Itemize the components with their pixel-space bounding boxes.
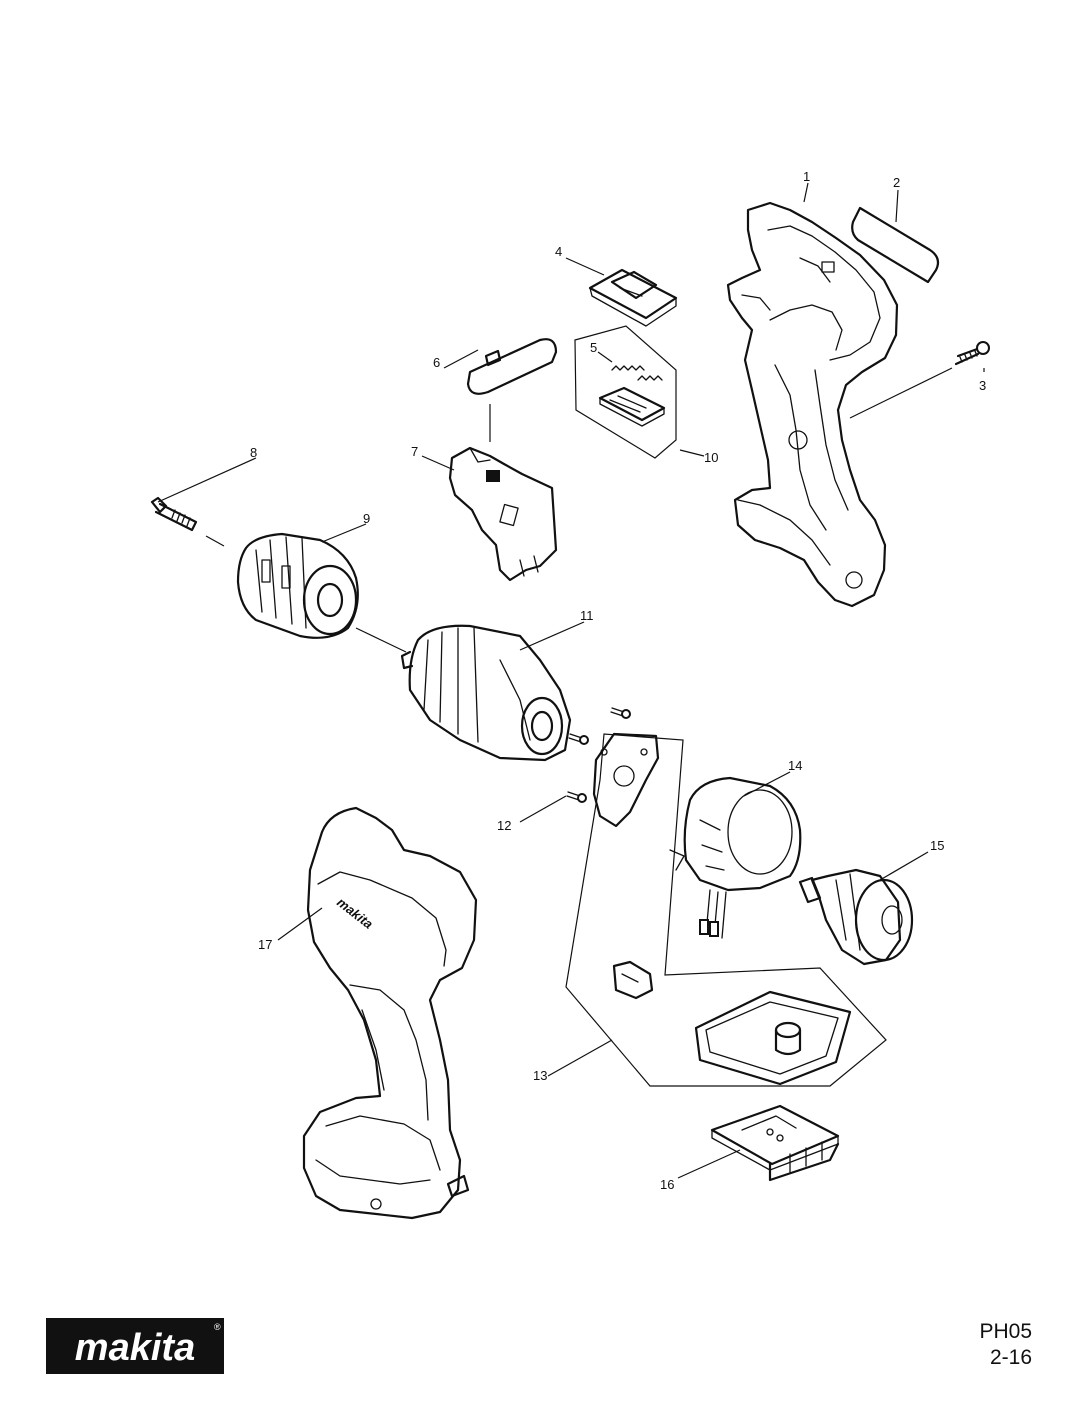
callout-17: 17: [258, 937, 272, 952]
callout-14: 14: [788, 758, 802, 773]
part-15-rotor: [798, 868, 914, 966]
part-8-chuck-screw: [150, 496, 198, 532]
callout-1: 1: [803, 169, 810, 184]
revision-code: 2-16: [989, 1346, 1032, 1369]
callout-13: 13: [533, 1068, 547, 1083]
part-16-heatsink: [710, 1104, 840, 1182]
callout-15: 15: [930, 838, 944, 853]
callout-5: 5: [590, 340, 597, 355]
part-12-screws: [566, 707, 631, 803]
callout-9: 9: [363, 511, 370, 526]
makita-logo: makita ®: [46, 1318, 224, 1374]
callout-16: 16: [660, 1177, 674, 1192]
logo-wordmark: makita: [75, 1327, 195, 1369]
part-1-housing-right: [726, 201, 899, 608]
part-10-switch-kit: [574, 325, 677, 459]
part-14-stator: [669, 776, 802, 939]
callout-11: 11: [580, 608, 594, 623]
part-7-switch: [448, 446, 558, 582]
part-6-lever: [466, 338, 558, 395]
part-3-screw: [954, 341, 990, 366]
callout-3: 3: [979, 378, 986, 393]
part-4-switch-cover: [588, 268, 678, 327]
callout-8: 8: [250, 445, 257, 460]
part-11-gear-assembly: [400, 624, 572, 762]
part-2-label: [851, 206, 940, 284]
callout-4: 4: [555, 244, 562, 259]
callout-12: 12: [497, 818, 511, 833]
callout-labels: 1 2 3 4 5 6 7 8 9 10 11 12 13 14 15 16 1…: [250, 169, 986, 1192]
part-5-springs: [611, 365, 663, 381]
model-code: PH05: [979, 1320, 1032, 1343]
callout-10: 10: [704, 450, 718, 465]
housing-brand-text: makita: [334, 895, 376, 932]
callout-6: 6: [433, 355, 440, 370]
part-17-housing-left: makita: [302, 806, 478, 1220]
callout-2: 2: [893, 175, 900, 190]
leader-lines: [157, 182, 985, 1179]
part-13-controller-kit: [565, 732, 887, 1087]
registered-mark: ®: [214, 1322, 221, 1332]
callout-7: 7: [411, 444, 418, 459]
part-9-keyless-chuck: [236, 532, 359, 639]
